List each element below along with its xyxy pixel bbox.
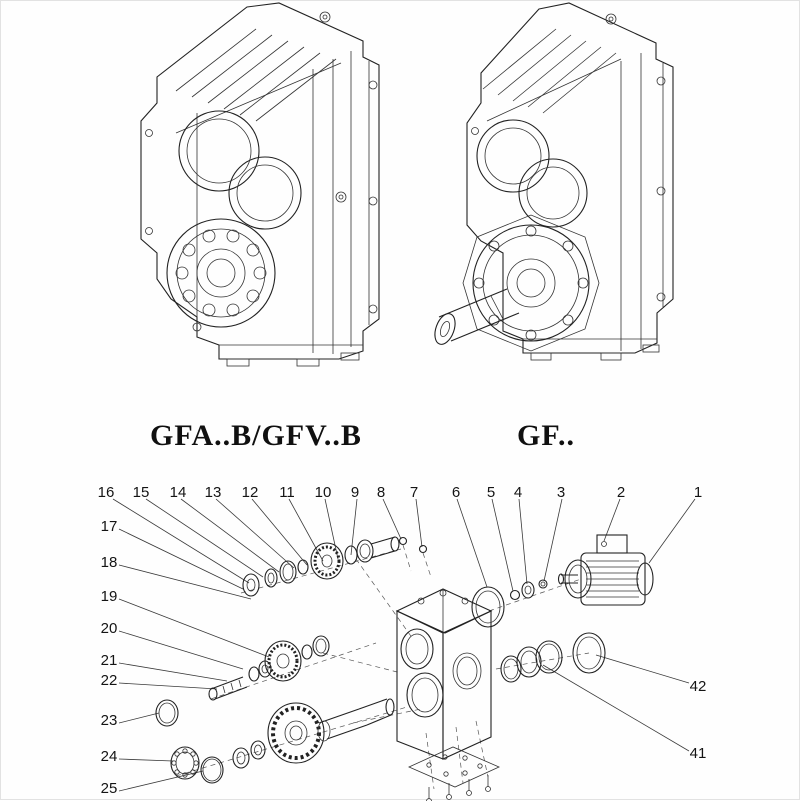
motor-unit [559, 535, 654, 605]
callout-17: 17 [101, 518, 118, 535]
callout-8: 8 [377, 484, 385, 501]
exploded-diagram-svg: 16 15 14 13 12 11 10 9 8 7 6 5 4 3 2 1 1… [91, 471, 731, 801]
callout-18: 18 [101, 554, 118, 571]
callout-3: 3 [557, 484, 565, 501]
callout-1: 1 [694, 484, 702, 501]
cooling-fins [176, 29, 341, 133]
bearing-face [167, 219, 275, 327]
callout-20: 20 [101, 620, 118, 637]
callout-14: 14 [170, 484, 187, 501]
input-shaft-assembly [243, 537, 399, 596]
callout-22: 22 [101, 672, 118, 689]
base-plate-and-screws [409, 747, 499, 801]
gear-housing [397, 589, 491, 759]
callout-6: 6 [452, 484, 460, 501]
callout-9: 9 [351, 484, 359, 501]
callout-13: 13 [205, 484, 222, 501]
model-label-gfab: GFA..B/GFV..B [101, 419, 411, 453]
intermediate-shaft-assembly [209, 636, 329, 700]
gearbox-drawing-gfab [101, 1, 411, 396]
callout-23: 23 [101, 712, 118, 729]
callout-42: 42 [690, 678, 707, 695]
output-covers-and-seals [501, 633, 605, 682]
housing-outline [141, 3, 379, 359]
callout-5: 5 [487, 484, 495, 501]
callout-4: 4 [514, 484, 522, 501]
exploded-parts-diagram: 16 15 14 13 12 11 10 9 8 7 6 5 4 3 2 1 1… [91, 471, 731, 801]
input-bores [477, 120, 587, 227]
leader-lines [113, 499, 695, 791]
callout-24: 24 [101, 748, 118, 765]
callout-12: 12 [242, 484, 259, 501]
gearbox-gf-svg [421, 1, 711, 393]
callout-11: 11 [279, 484, 295, 501]
callout-21: 21 [101, 652, 118, 669]
bolt-holes-and-plugs [146, 12, 378, 331]
housing-outline [467, 3, 673, 353]
output-flange [463, 215, 599, 351]
assembly-axis-lines [176, 549, 589, 789]
cover-screws [400, 538, 432, 578]
callout-41: 41 [690, 745, 707, 762]
callout-10: 10 [315, 484, 332, 501]
model-label-gf: GF.. [431, 419, 661, 453]
callout-19: 19 [101, 588, 118, 605]
callout-15: 15 [133, 484, 150, 501]
gearbox-drawing-gf [421, 1, 711, 393]
gearbox-gfab-svg [101, 1, 411, 396]
callout-25: 25 [101, 780, 118, 797]
output-shaft-assembly [156, 699, 394, 783]
cooling-fins [483, 29, 621, 121]
callout-16: 16 [98, 484, 115, 501]
bolt-holes-and-plugs [472, 14, 666, 301]
callout-2: 2 [617, 484, 625, 501]
callout-7: 7 [410, 484, 418, 501]
